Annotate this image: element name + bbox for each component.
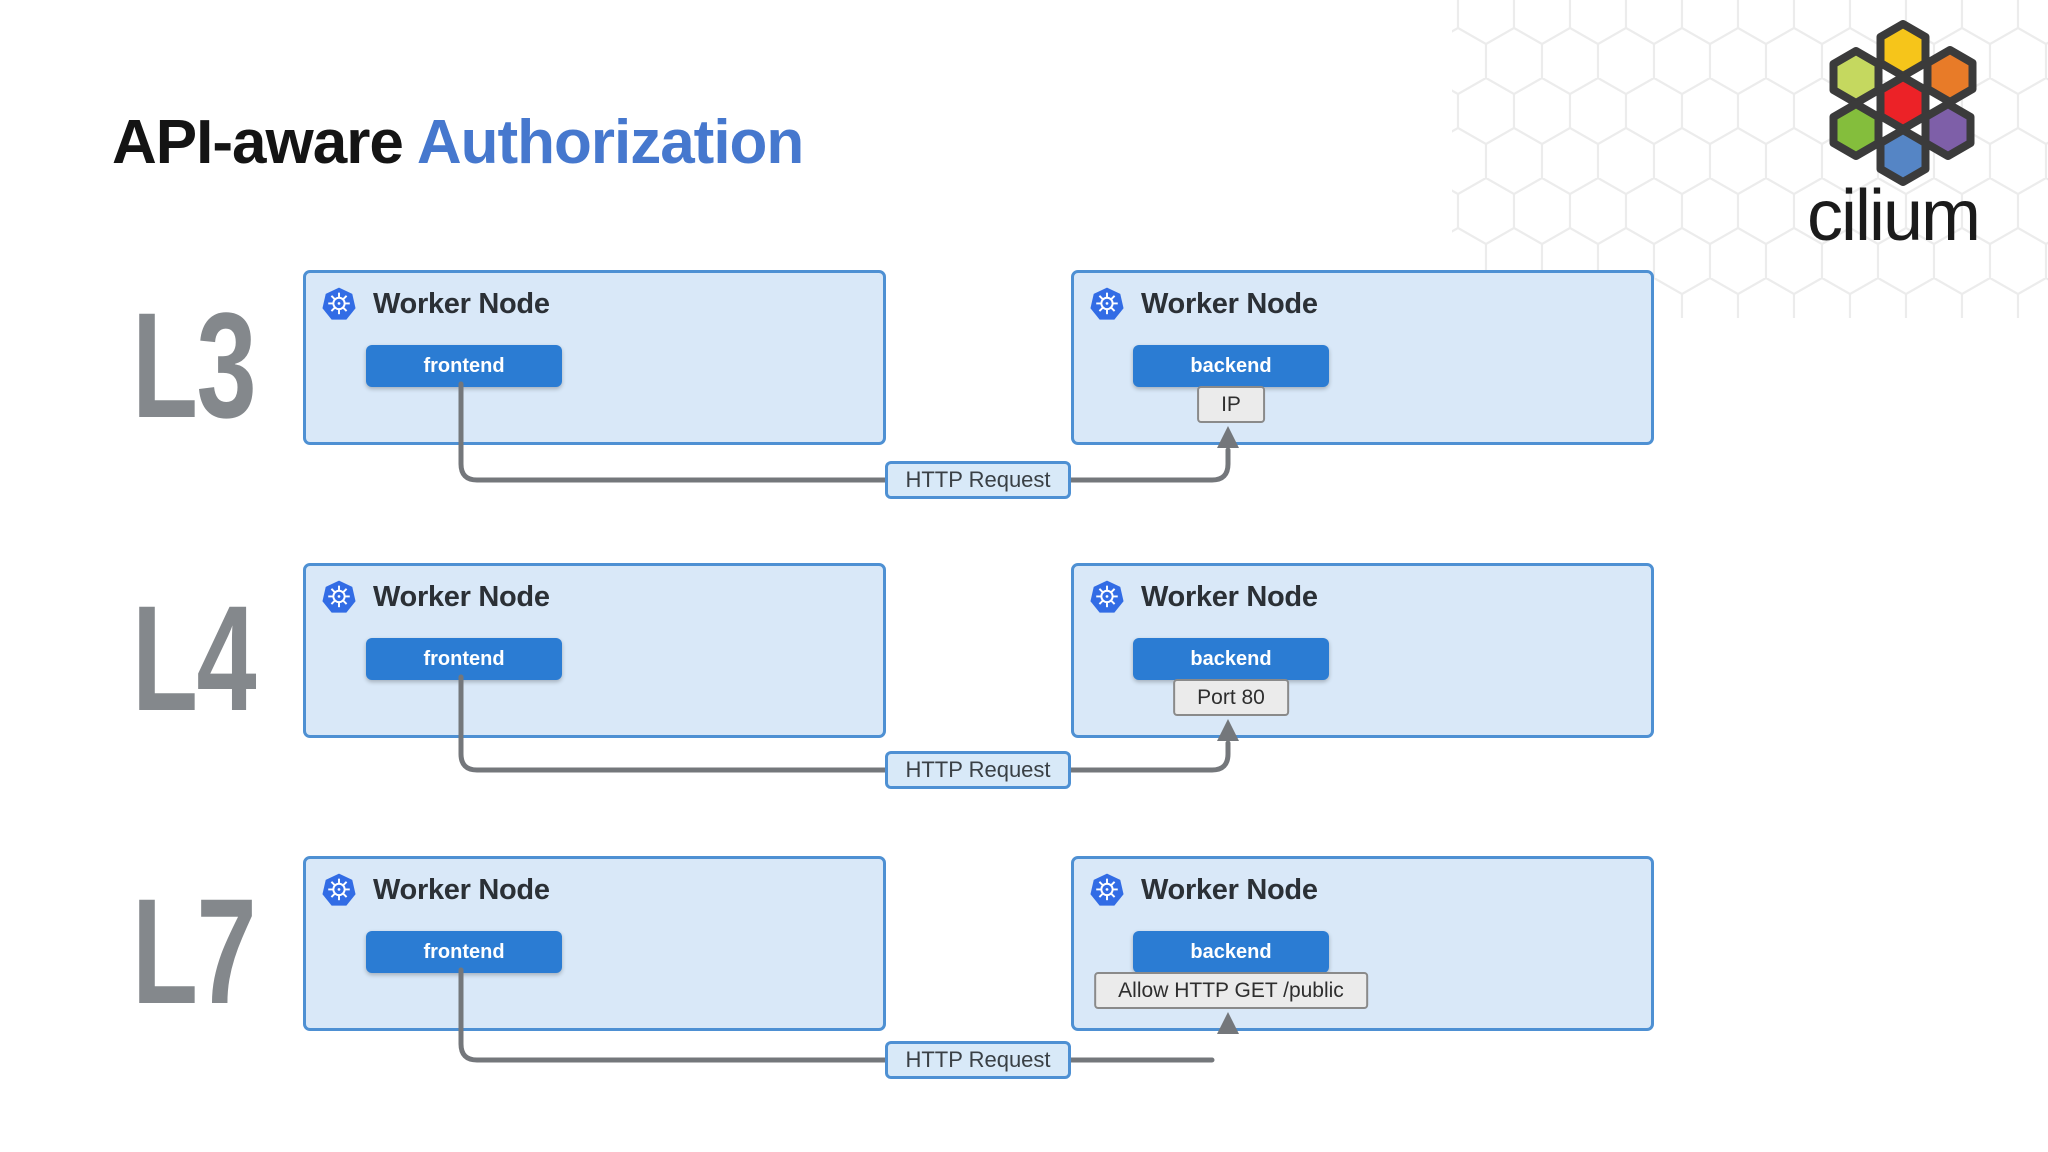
http-request-label-l3: HTTP Request: [885, 461, 1071, 499]
cilium-hex-lower-right: [1921, 100, 1975, 160]
node-title: Worker Node: [373, 287, 550, 320]
node-header: Worker Node: [322, 287, 550, 321]
kubernetes-icon: [1090, 580, 1124, 613]
cilium-hex-upper-left: [1829, 47, 1883, 107]
pod-frontend: frontend: [366, 345, 562, 387]
policy-label-allow-http-get-public: Allow HTTP GET /public: [1094, 972, 1368, 1009]
worker-node-l7-left: Worker Node frontend: [303, 856, 886, 1031]
policy-label-ip: IP: [1197, 386, 1265, 423]
policy-label-port-80: Port 80: [1173, 679, 1289, 716]
cilium-hex-bottom: [1876, 126, 1930, 186]
node-title: Worker Node: [1141, 580, 1318, 613]
kubernetes-icon: [1090, 873, 1124, 906]
worker-node-l7-right: Worker Node backend Allow HTTP GET /publ…: [1071, 856, 1654, 1031]
layer-label-l7: L7: [132, 867, 257, 1035]
http-request-label-l7: HTTP Request: [885, 1041, 1071, 1079]
cilium-hex-upper-right: [1923, 46, 1977, 106]
pod-frontend: frontend: [366, 638, 562, 680]
pod-backend: backend: [1133, 931, 1329, 973]
kubernetes-icon: [322, 873, 356, 906]
kubernetes-icon: [322, 287, 356, 320]
node-header: Worker Node: [322, 873, 550, 907]
node-header: Worker Node: [322, 580, 550, 614]
node-title: Worker Node: [1141, 287, 1318, 320]
cilium-honeycomb-icon: [1829, 20, 1977, 186]
cilium-hex-center: [1876, 73, 1930, 133]
node-header: Worker Node: [1090, 287, 1318, 321]
page-title-accent: Authorization: [416, 108, 804, 177]
worker-node-l3-left: Worker Node frontend: [303, 270, 886, 445]
page-title-prefix: API-aware: [112, 108, 404, 177]
cilium-hex-lower-left: [1829, 100, 1883, 160]
node-title: Worker Node: [1141, 873, 1318, 906]
pod-backend: backend: [1133, 638, 1329, 680]
cilium-wordmark: cilium: [1807, 176, 1979, 256]
worker-node-l3-right: Worker Node backend IP: [1071, 270, 1654, 445]
node-header: Worker Node: [1090, 873, 1318, 907]
http-request-label-l4: HTTP Request: [885, 751, 1071, 789]
layer-label-l4: L4: [132, 574, 257, 742]
kubernetes-icon: [322, 580, 356, 613]
cilium-logo: cilium: [1807, 20, 1981, 256]
node-title: Worker Node: [373, 580, 550, 613]
node-title: Worker Node: [373, 873, 550, 906]
layer-label-l3: L3: [132, 281, 257, 449]
node-header: Worker Node: [1090, 580, 1318, 614]
cilium-hex-top: [1876, 20, 1930, 80]
pod-backend: backend: [1133, 345, 1329, 387]
kubernetes-icon: [1090, 287, 1124, 320]
pod-frontend: frontend: [366, 931, 562, 973]
worker-node-l4-left: Worker Node frontend: [303, 563, 886, 738]
worker-node-l4-right: Worker Node backend Port 80: [1071, 563, 1654, 738]
